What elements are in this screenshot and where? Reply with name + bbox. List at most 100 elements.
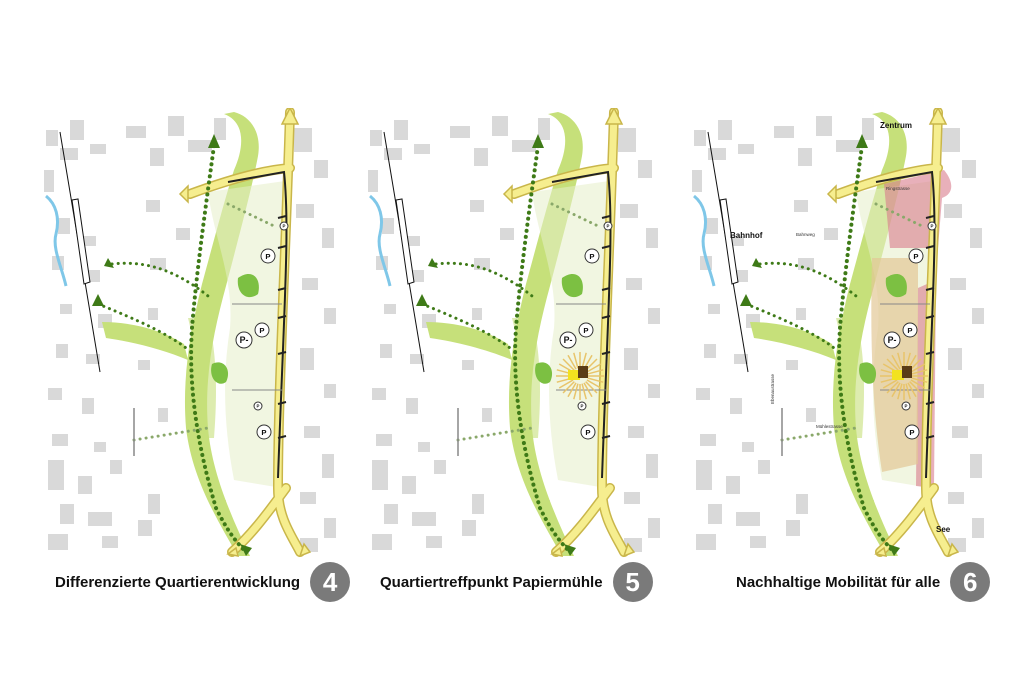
parking-circle [901, 401, 911, 411]
building-block [376, 434, 392, 446]
parking-circle [584, 248, 600, 264]
building-block [692, 170, 702, 192]
sun-ray [886, 381, 899, 394]
green-path-dotted [434, 261, 534, 298]
building-block [952, 426, 968, 438]
building-block [146, 200, 160, 212]
green-zone-east [188, 318, 216, 438]
papiermuehle-building [902, 366, 912, 378]
green-patch [535, 362, 553, 384]
facade-tick [601, 215, 611, 219]
building-block [176, 228, 190, 240]
green-path-dotted [744, 302, 836, 350]
facade-tick [601, 401, 611, 405]
building-block [948, 348, 962, 370]
building-block [474, 258, 490, 270]
building-block [138, 360, 150, 370]
building-block [214, 118, 226, 140]
building-block [472, 494, 484, 514]
path-arrow [532, 134, 544, 148]
sun-ray [581, 352, 587, 369]
sun-ray [581, 383, 587, 400]
map-panel-6: PPP-PPPZentrumBahnhofSeeBahnwegRingstras… [692, 108, 984, 558]
green-path-dotted [513, 144, 572, 554]
building-block [696, 388, 710, 400]
papiermuehle-building [578, 366, 588, 378]
building-block [126, 126, 146, 138]
facade-tick [925, 215, 935, 219]
path-arrow [92, 294, 104, 306]
building-block [380, 344, 392, 358]
green-patch [859, 362, 877, 384]
facade-tick [277, 401, 287, 405]
building-block [324, 384, 336, 398]
meeting-point-yard [568, 370, 580, 380]
facade-tick [925, 287, 935, 291]
building-block [82, 236, 96, 246]
building-block [942, 128, 960, 152]
sun-ray [562, 358, 575, 371]
building-block [418, 442, 430, 452]
facade-tick [925, 351, 935, 355]
step-number-badge: 5 [612, 562, 653, 602]
building-block [538, 118, 550, 140]
building-block [806, 408, 816, 422]
building-block [60, 304, 72, 314]
parking-icon: P [257, 404, 260, 409]
parking-circle [279, 221, 289, 231]
building-block [86, 354, 100, 364]
building-block [786, 520, 800, 536]
building-block [738, 144, 754, 154]
building-block [730, 398, 742, 414]
map-label-ringstrasse: Ringstrasse [886, 186, 910, 191]
road-arrow [280, 108, 300, 125]
map-group: PPP-PPP [44, 108, 336, 558]
map-label-muehlestrasse: Mühlestrasse [816, 424, 843, 429]
step-number-badge: 4 [310, 562, 351, 602]
green-path-dotted [189, 144, 248, 554]
building-block [300, 348, 314, 370]
station-platform [395, 198, 415, 285]
path-arrow [856, 134, 868, 148]
building-block [46, 130, 58, 146]
building-block [648, 308, 660, 324]
building-block [372, 534, 392, 550]
building-block [736, 270, 748, 282]
path-arrow [240, 544, 252, 556]
sun-ray [910, 363, 926, 373]
meeting-point-sun [556, 352, 604, 400]
building-block [324, 308, 336, 324]
green-path-dotted [874, 202, 924, 228]
building-block [48, 388, 62, 400]
building-block [500, 228, 514, 240]
parking-circle [603, 221, 613, 231]
building-block [372, 460, 388, 490]
caption-text: Quartiertreffpunkt Papiermühle [380, 573, 603, 591]
building-block [384, 304, 396, 314]
sun-ray [583, 382, 593, 398]
green-path-dotted [758, 261, 858, 298]
building-block [450, 126, 470, 138]
building-block [472, 308, 482, 320]
green-zone-east [512, 318, 540, 438]
parking-circle [559, 331, 577, 349]
map-panel-5: PPP-PPP [368, 108, 660, 558]
sun-ray [905, 383, 911, 400]
sun-ray [567, 354, 577, 370]
facade-tick [277, 215, 287, 219]
facade-tick [277, 287, 287, 291]
building-block [148, 494, 160, 514]
building-block [56, 344, 68, 358]
parking-circle [256, 424, 272, 440]
facade-tick [601, 287, 611, 291]
green-path-dotted [132, 426, 210, 442]
building-block [512, 140, 536, 152]
sun-ray [573, 383, 579, 400]
green-path-dotted [837, 144, 896, 554]
street-edge [551, 170, 612, 479]
sun-ray [562, 381, 575, 394]
building-block [646, 228, 658, 248]
sun-ray [587, 369, 604, 375]
building-block [742, 442, 754, 452]
parking-circle [578, 322, 594, 338]
